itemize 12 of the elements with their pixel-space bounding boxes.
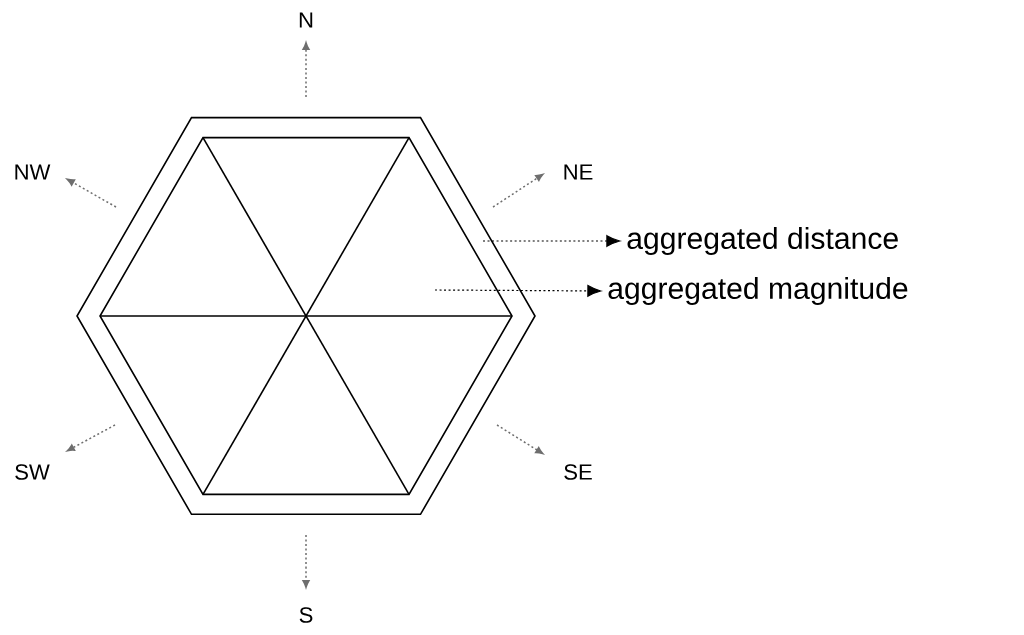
hexagon-outline: [76, 116, 536, 516]
direction-label: S: [299, 607, 313, 623]
direction-label: NE: [564, 164, 593, 180]
direction-label: NW: [15, 164, 51, 180]
direction-label: N: [299, 12, 313, 28]
inner-hexagon: [99, 136, 513, 496]
leader-arrow: [434, 284, 602, 297]
direction-label: SW: [15, 464, 50, 480]
callout-text: aggregated distance: [627, 226, 898, 256]
leader-arrow: [482, 235, 621, 247]
direction-label: SE: [564, 464, 592, 480]
callout-text: aggregated magnitude: [608, 276, 908, 306]
